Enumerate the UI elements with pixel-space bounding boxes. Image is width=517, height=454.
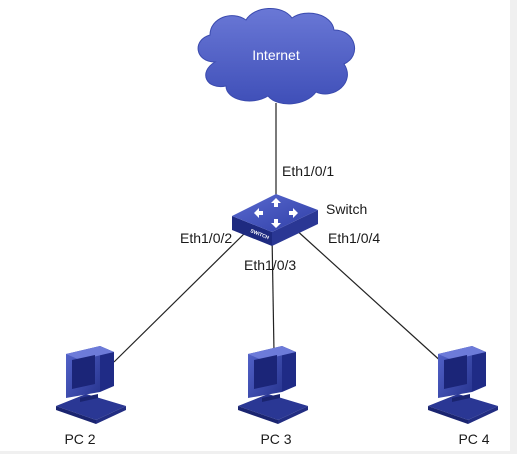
switch-icon: SWITCH (232, 194, 318, 246)
link-switch-pc2 (113, 227, 251, 363)
port-label-eth1-0-1: Eth1/0/1 (282, 163, 334, 179)
computer-icon (428, 346, 498, 424)
computer-icon (56, 346, 126, 424)
pc4-label: PC 4 (458, 431, 489, 447)
pc2-label: PC 2 (64, 431, 95, 447)
switch-label: Switch (326, 201, 367, 217)
port-label-eth1-0-2: Eth1/0/2 (180, 230, 232, 246)
pc3-label: PC 3 (260, 431, 291, 447)
internet-label: Internet (252, 47, 300, 63)
link-switch-pc3 (271, 233, 275, 353)
computer-icon (238, 346, 308, 424)
link-switch-pc4 (293, 227, 445, 365)
port-label-eth1-0-4: Eth1/0/4 (328, 230, 380, 246)
port-label-eth1-0-3: Eth1/0/3 (244, 257, 296, 273)
cloud-icon (197, 8, 355, 105)
